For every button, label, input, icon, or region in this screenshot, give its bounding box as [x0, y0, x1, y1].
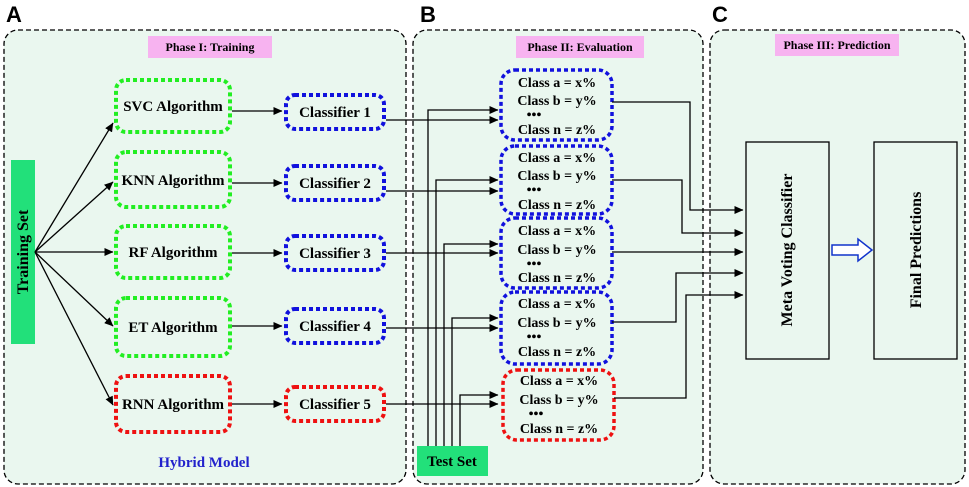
prob-to-meta-arrow-4 — [612, 269, 744, 323]
probability-box — [499, 290, 614, 366]
train-arrow-1 — [34, 122, 114, 253]
algorithm-label: ET Algorithm — [128, 320, 218, 336]
algorithm-box — [114, 374, 232, 434]
test-set-line-1 — [427, 106, 499, 448]
classifier-box — [284, 164, 386, 202]
probability-line: Class n = z% — [520, 422, 598, 437]
phase-3-label-bg — [775, 34, 899, 56]
final-predictions-label: Final Predictions — [908, 192, 925, 309]
hybrid-model-label: Hybrid Model — [158, 455, 249, 471]
algorithm-box — [114, 150, 232, 209]
classifier-label: Classifier 3 — [299, 246, 371, 262]
probability-line: Class a = x% — [518, 151, 596, 166]
classifier-label: Classifier 4 — [299, 319, 371, 335]
probability-line: Class b = y% — [517, 94, 596, 109]
train-arrow-4 — [34, 251, 114, 327]
phase-3-label: Phase III: Prediction — [783, 38, 890, 52]
training-set-box — [11, 160, 35, 344]
probability-line: Class b = y% — [519, 393, 598, 408]
probability-line: Class n = z% — [518, 198, 596, 213]
test-set-label: Test Set — [427, 454, 477, 470]
panel-letter-b: B — [420, 2, 436, 27]
test-set-line-4 — [451, 314, 499, 448]
phase-2-label-bg — [516, 36, 644, 58]
panel-a — [3, 29, 407, 485]
probability-line: Class a = x% — [518, 297, 596, 312]
classifier-label: Classifier 1 — [299, 105, 371, 121]
probability-line: Class b = y% — [517, 316, 596, 331]
algorithm-box — [114, 78, 232, 134]
probability-line: Class a = x% — [518, 224, 596, 239]
probability-line: Class n = z% — [518, 345, 596, 360]
test-set-line-5 — [459, 391, 499, 448]
classifier-box — [284, 93, 386, 131]
algorithm-box — [114, 296, 232, 358]
classifier-label: Classifier 5 — [299, 397, 371, 413]
algorithm-label: RF Algorithm — [128, 245, 218, 261]
classifier-box — [284, 234, 386, 272]
panel-letter-a: A — [6, 2, 22, 27]
prob-to-meta-arrow-5 — [614, 291, 744, 399]
test-set-line-3 — [443, 240, 499, 448]
meta-voting-classifier-label: Meta Voting Classifier — [779, 174, 796, 327]
test-set-line-2 — [435, 176, 499, 448]
final-predictions-box — [873, 141, 958, 360]
classifier-box — [284, 307, 386, 345]
probability-dots: ••• — [527, 183, 542, 198]
phase-2-label: Phase II: Evaluation — [527, 40, 633, 54]
algorithm-label: RNN Algorithm — [122, 397, 225, 413]
algorithm-label: SVC Algorithm — [123, 99, 223, 115]
classifier-box — [284, 385, 386, 423]
panel-b — [412, 29, 704, 485]
probability-box — [499, 216, 614, 290]
probability-line: Class n = z% — [518, 271, 596, 286]
probability-dots: ••• — [529, 407, 544, 422]
probability-line: Class n = z% — [518, 123, 596, 138]
prob-to-meta-arrow-2 — [612, 179, 744, 237]
prob-to-meta-arrow-1 — [612, 101, 744, 214]
test-set-box — [417, 446, 488, 476]
open-arrow-icon — [831, 237, 874, 263]
probability-line: Class a = x% — [518, 76, 596, 91]
probability-dots: ••• — [527, 257, 542, 272]
train-arrow-2 — [34, 181, 114, 253]
classifier-label: Classifier 2 — [299, 176, 371, 192]
probability-box — [499, 68, 614, 142]
probability-line: Class a = x% — [520, 374, 598, 389]
phase-1-label: Phase I: Training — [166, 40, 255, 54]
probability-box — [501, 368, 616, 442]
train-arrow-5 — [34, 251, 114, 406]
probability-line: Class b = y% — [517, 169, 596, 184]
phase-1-label-bg — [148, 36, 272, 58]
panel-letter-c: C — [712, 2, 728, 27]
probability-line: Class b = y% — [517, 243, 596, 258]
meta-voting-classifier-box — [745, 141, 830, 360]
probability-dots: ••• — [527, 330, 542, 345]
algorithm-label: KNN Algorithm — [122, 173, 225, 189]
probability-dots: ••• — [527, 108, 542, 123]
algorithm-box — [114, 224, 232, 280]
training-set-label: Training Set — [15, 209, 32, 294]
